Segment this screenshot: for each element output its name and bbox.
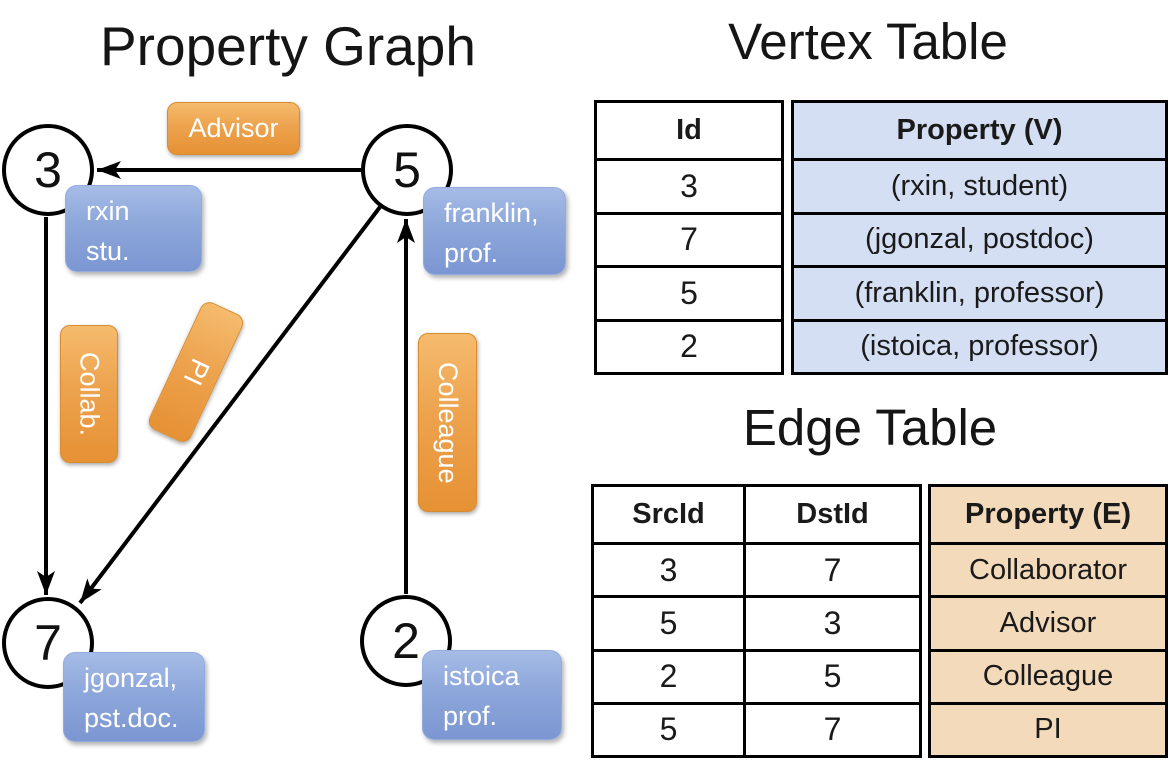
edge-label-advisor: Advisor — [167, 102, 300, 155]
vertex-id-cell: 5 — [680, 274, 698, 311]
edge-table-header-srcid: SrcId — [632, 498, 705, 530]
edge-table-header-property: Property (E) — [965, 498, 1131, 530]
table-row: (jgonzal, postdoc) — [794, 211, 1165, 266]
edge-table-title: Edge Table — [742, 399, 998, 456]
vertex-id-cell: 7 — [680, 221, 698, 258]
table-row: 2 5 — [594, 648, 919, 702]
edge-dst-cell: 7 — [743, 545, 919, 596]
table-row: 5 3 — [594, 595, 919, 649]
edge-dst-cell: 3 — [743, 598, 919, 649]
edge-src-cell: 5 — [659, 604, 678, 641]
property-graph-title: Property Graph — [99, 15, 476, 77]
table-row: 5 — [597, 265, 781, 319]
vertex-table-header-id: Id — [676, 114, 702, 146]
vertex-id-cell: 2 — [680, 328, 698, 365]
vertex-id-cell: 3 — [680, 167, 698, 204]
edge-label-collab: Collab. — [60, 325, 118, 463]
edge-pi-5-to-7 — [78, 205, 382, 605]
table-row: 5 7 — [594, 701, 919, 755]
edge-dst-cell: 5 — [743, 651, 919, 702]
vertex-table-title: Vertex Table — [728, 13, 1008, 70]
table-row: 3 7 — [594, 542, 919, 596]
edge-label-colleague: Colleague — [418, 333, 477, 512]
vertex-node-7-label: 7 — [34, 615, 62, 671]
vertex-property-cell: (istoica, professor) — [860, 330, 1099, 363]
vertex-property-box-3: rxin stu. — [65, 185, 202, 272]
vertex-property-box-5: franklin, prof. — [423, 187, 566, 275]
table-row: (rxin, student) — [794, 158, 1165, 212]
vertex-node-3: 3 — [2, 124, 94, 216]
table-row: Collaborator — [931, 542, 1165, 595]
vertex-node-2-label: 2 — [392, 613, 420, 669]
edge-table-header-dstid: DstId — [743, 487, 919, 542]
vertex-table-header-row: Property (V) — [794, 103, 1165, 158]
vertex-table-header-row: Id — [597, 103, 781, 158]
vertex-property-box-7: jgonzal, pst.doc. — [63, 652, 205, 742]
vertex-property-cell: (rxin, student) — [890, 169, 1069, 202]
edge-src-cell: 5 — [659, 711, 678, 748]
vertex-property-box-2: istoica prof. — [422, 650, 562, 740]
vertex-table-id-column: Id 3 7 5 2 — [594, 100, 784, 375]
edge-src-cell: 3 — [659, 551, 678, 588]
vertex-node-3-label: 3 — [34, 142, 62, 198]
edge-property-cell: Advisor — [999, 606, 1097, 639]
edge-table-ids-columns: SrcId DstId 3 7 5 3 2 5 5 7 — [591, 484, 922, 758]
edge-table-property-column: Property (E) Collaborator Advisor Collea… — [928, 484, 1168, 758]
vertex-table-header-property: Property (V) — [896, 114, 1063, 146]
vertex-node-5-label: 5 — [393, 142, 421, 198]
edge-property-cell: Colleague — [982, 660, 1114, 693]
table-row: Advisor — [931, 595, 1165, 648]
table-row: 7 — [597, 211, 781, 266]
table-row: Colleague — [931, 648, 1165, 702]
edge-property-cell: PI — [1034, 713, 1062, 746]
edge-property-cell: Collaborator — [969, 553, 1127, 586]
table-row: 2 — [597, 318, 781, 373]
table-row: (istoica, professor) — [794, 318, 1165, 373]
edge-table-header-row: SrcId DstId — [594, 487, 919, 542]
table-row: (franklin, professor) — [794, 265, 1165, 319]
edge-table-header-row: Property (E) — [931, 487, 1165, 542]
vertex-table-property-column: Property (V) (rxin, student) (jgonzal, p… — [791, 100, 1168, 375]
vertex-property-cell: (jgonzal, postdoc) — [865, 223, 1094, 256]
table-row: PI — [931, 701, 1165, 755]
table-row: 3 — [597, 158, 781, 212]
edge-src-cell: 2 — [659, 658, 678, 695]
edge-dst-cell: 7 — [743, 704, 919, 755]
vertex-property-cell: (franklin, professor) — [854, 276, 1105, 309]
